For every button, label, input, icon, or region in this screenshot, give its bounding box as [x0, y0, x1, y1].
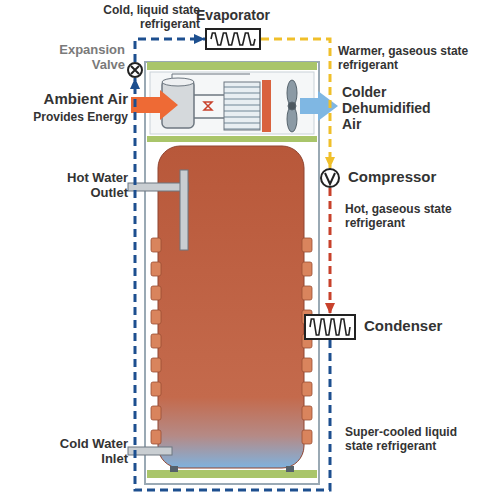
- condenser-coil: Condenser: [304, 314, 356, 340]
- refrigerant-state-label: Super-cooled liquid state refrigerant: [345, 425, 475, 453]
- refrigerant-line: [329, 188, 332, 314]
- air-in-note: Provides Energy: [8, 110, 128, 124]
- expansion-valve: Expansion Valve: [127, 62, 143, 78]
- refrigerant-state-label: Cold, liquid state refrigerant: [98, 3, 200, 31]
- compressor-outline: [320, 168, 340, 188]
- component-label: Compressor: [348, 168, 436, 185]
- air-in-label: Ambient Air: [16, 90, 128, 107]
- component-label: Condenser: [364, 317, 442, 334]
- valve-outline: [127, 62, 143, 78]
- outlet-label: Hot Water Outlet: [58, 170, 128, 200]
- compressor-symbol: Compressor: [320, 168, 340, 188]
- component-label: Expansion Valve: [45, 42, 125, 72]
- component-label: Evaporator: [195, 7, 271, 23]
- refrigerant-state-label: Hot, gaseous state refrigerant: [345, 202, 475, 230]
- air-out-label: Colder Dehumidified Air: [342, 84, 446, 132]
- coil-outline: [205, 28, 261, 50]
- refrigerant-line: [135, 78, 330, 490]
- refrigerant-line: [135, 39, 205, 62]
- evaporator-coil: Evaporator: [205, 28, 261, 50]
- refrigerant-line: [261, 39, 330, 168]
- refrigerant-state-label: Warmer, gaseous state refrigerant: [338, 44, 478, 72]
- coil-outline: [304, 314, 356, 340]
- inlet-label: Cold Water Inlet: [58, 436, 128, 466]
